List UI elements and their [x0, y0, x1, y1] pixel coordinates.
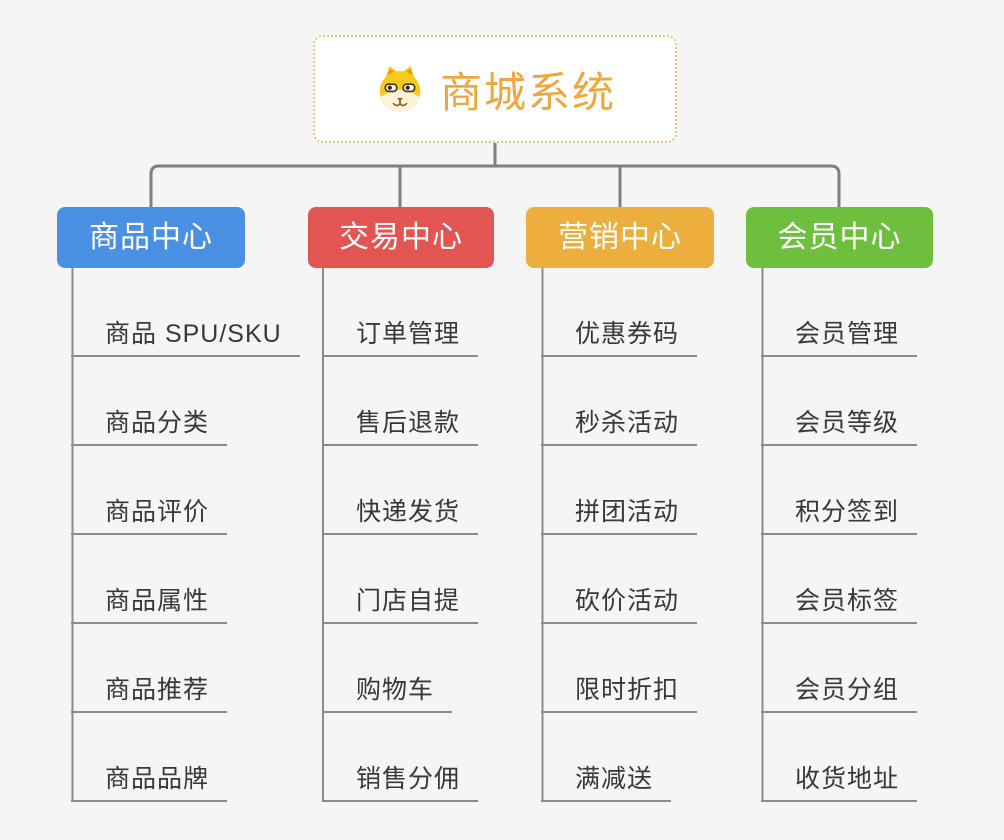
leaf-node[interactable]: 商品分类	[71, 411, 228, 446]
leaf-node[interactable]: 会员分组	[761, 678, 918, 713]
leaf-node[interactable]: 订单管理	[322, 322, 479, 357]
leaf-node[interactable]: 商品品牌	[71, 767, 228, 802]
leaf-node[interactable]: 快递发货	[322, 500, 479, 535]
leaf-node[interactable]: 收货地址	[761, 767, 918, 802]
tree-connector-line	[149, 143, 841, 210]
root-title: 商城系统	[439, 68, 616, 116]
leaf-node[interactable]: 限时折扣	[541, 678, 698, 713]
leaf-node[interactable]: 拼团活动	[541, 500, 698, 535]
leaf-node[interactable]: 会员管理	[761, 322, 918, 357]
leaf-node[interactable]: 秒杀活动	[541, 411, 698, 446]
leaf-node[interactable]: 砍价活动	[541, 589, 698, 624]
leaf-node[interactable]: 购物车	[322, 678, 453, 713]
leaf-node[interactable]: 满减送	[541, 767, 672, 802]
root-node[interactable]: 商城系统	[313, 35, 677, 143]
branch-node-marketing-center[interactable]: 营销中心	[526, 207, 714, 268]
shiba-dog-icon	[374, 63, 426, 115]
leaf-node[interactable]: 积分签到	[761, 500, 918, 535]
leaf-node[interactable]: 商品属性	[71, 589, 228, 624]
leaf-node[interactable]: 商品推荐	[71, 678, 228, 713]
branch-node-trade-center[interactable]: 交易中心	[308, 207, 494, 268]
leaf-node[interactable]: 优惠券码	[541, 322, 698, 357]
branch-node-member-center[interactable]: 会员中心	[746, 207, 933, 268]
leaf-node[interactable]: 会员等级	[761, 411, 918, 446]
leaf-node[interactable]: 商品 SPU/SKU	[71, 322, 300, 357]
branch-node-product-center[interactable]: 商品中心	[57, 207, 245, 268]
leaf-node[interactable]: 销售分佣	[322, 767, 479, 802]
leaf-node[interactable]: 售后退款	[322, 411, 479, 446]
leaf-node[interactable]: 会员标签	[761, 589, 918, 624]
leaf-node[interactable]: 门店自提	[322, 589, 479, 624]
leaf-node[interactable]: 商品评价	[71, 500, 228, 535]
